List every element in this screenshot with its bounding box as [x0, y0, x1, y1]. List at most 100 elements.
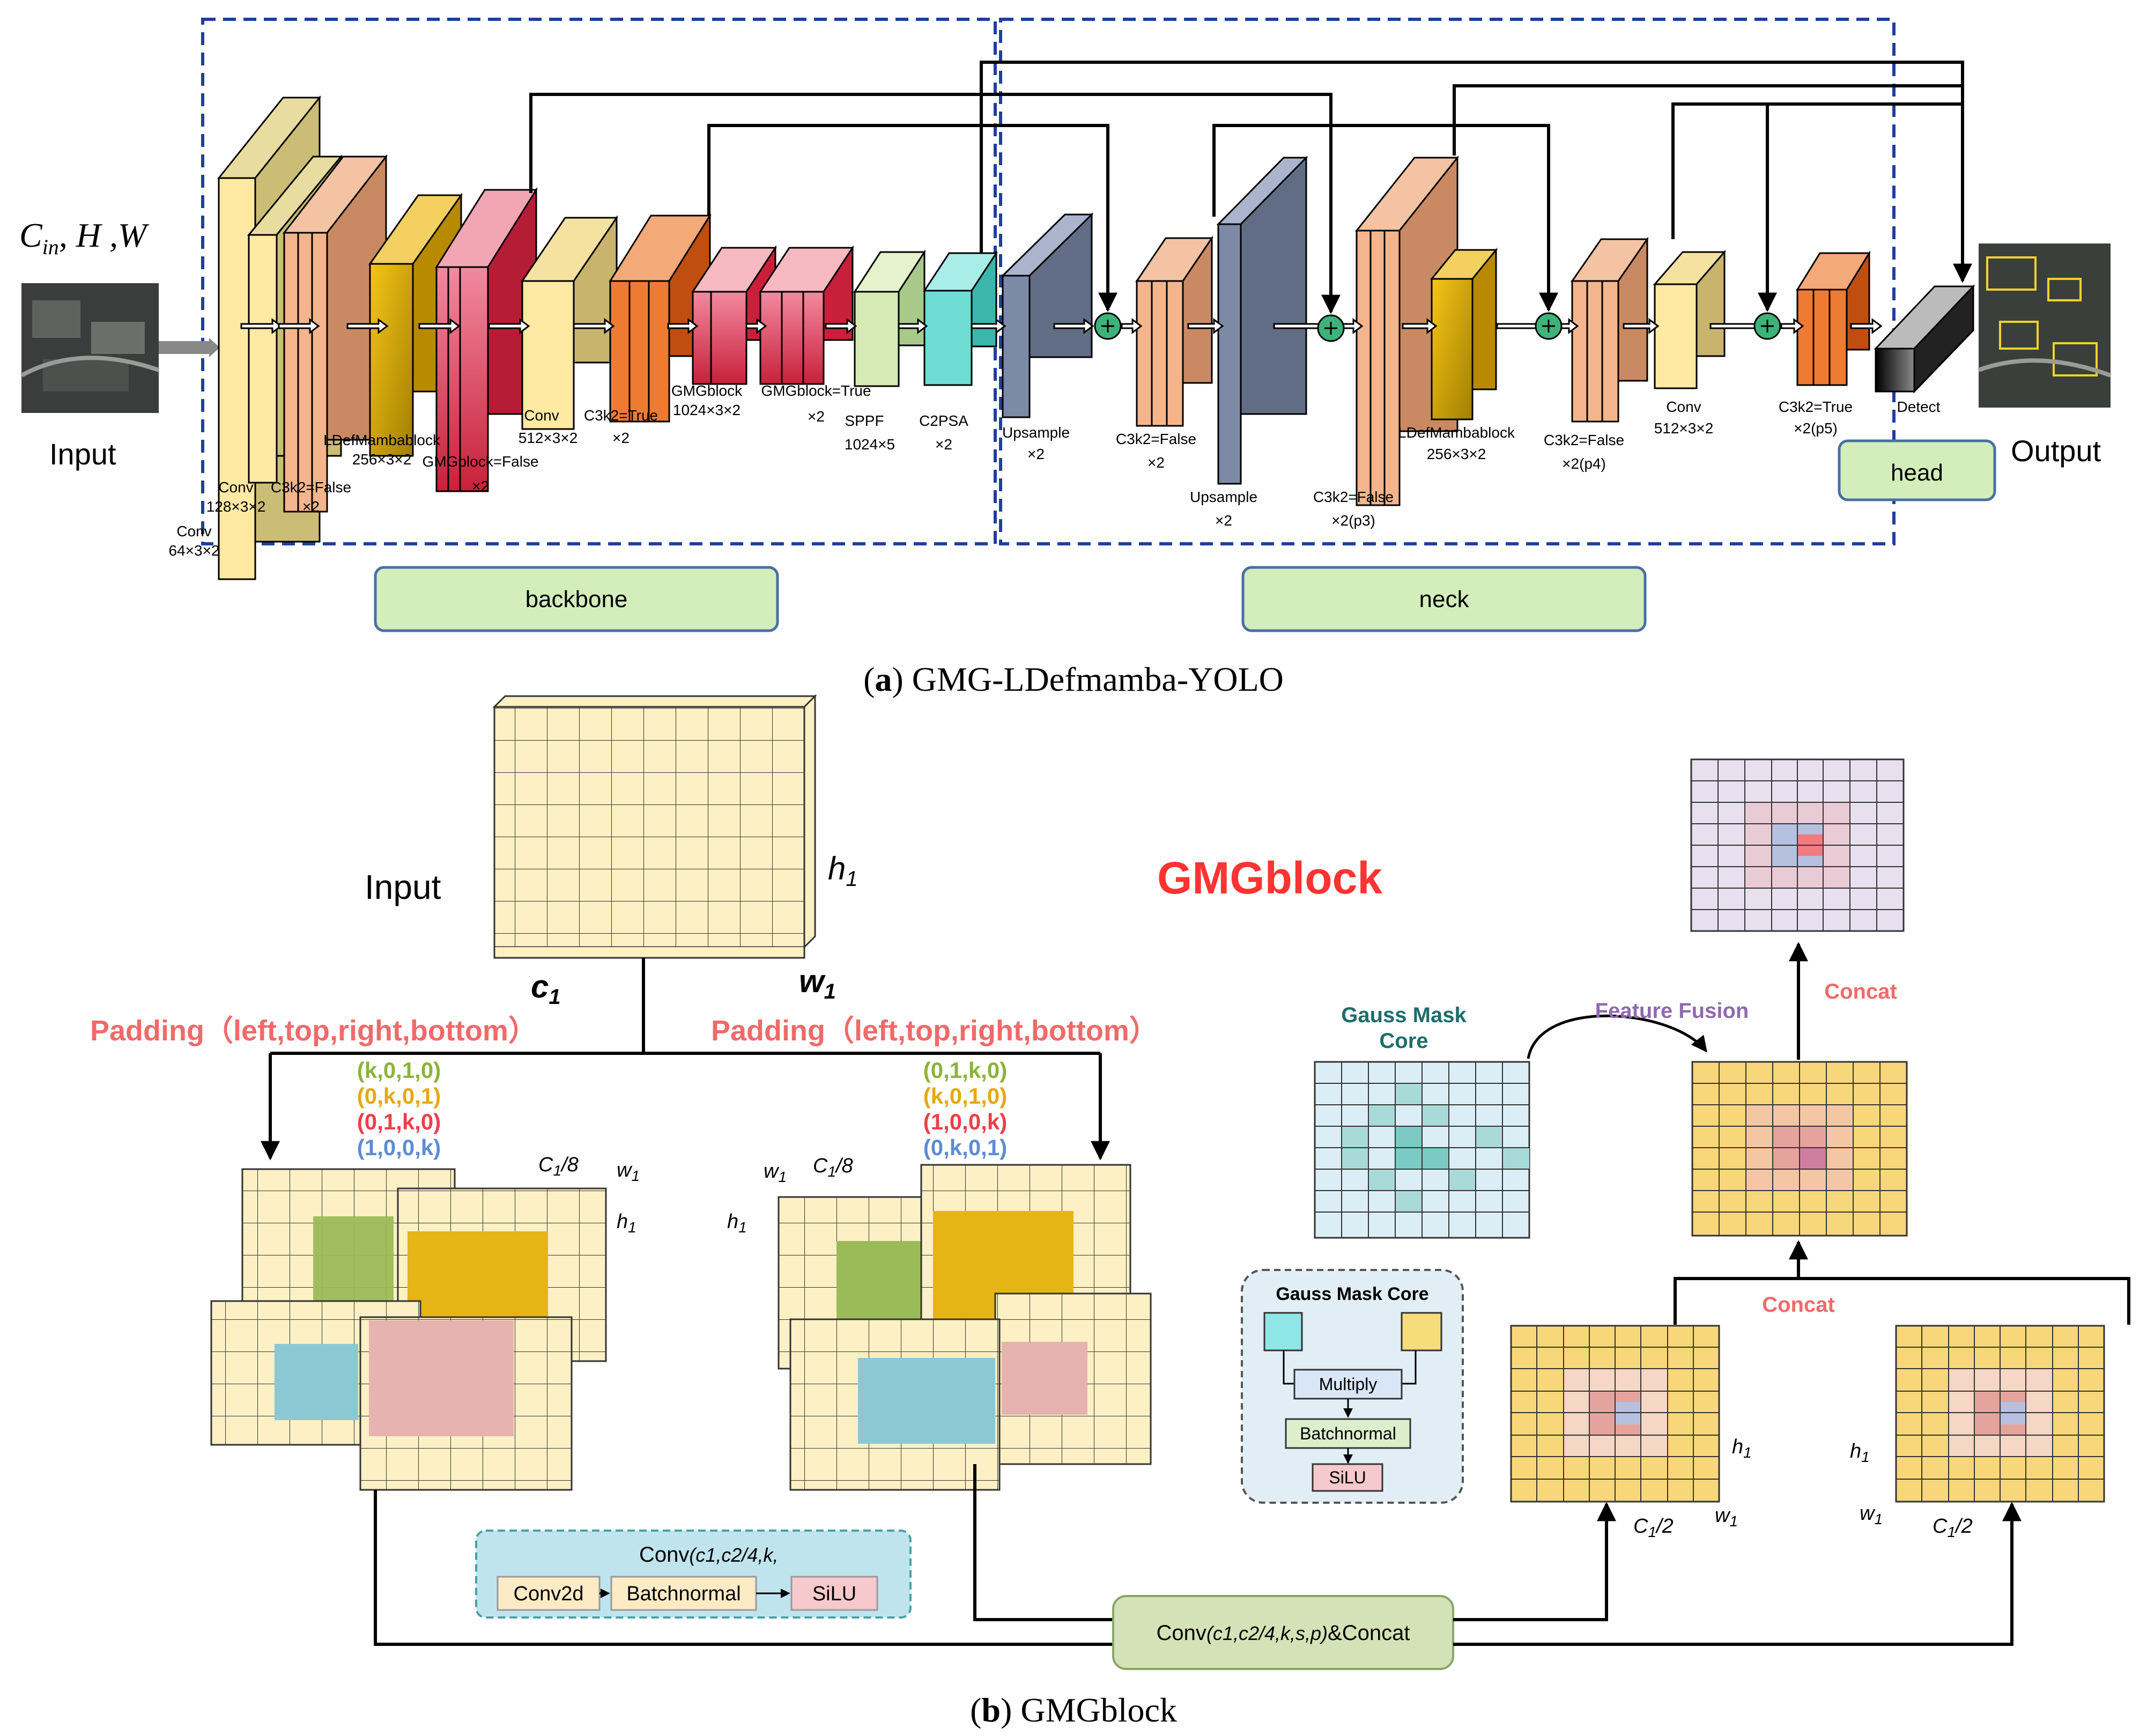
label-c3k2-true-a: C3k2=True×2: [584, 407, 658, 446]
output-label: Output: [2011, 434, 2101, 468]
block-sppf: [853, 249, 926, 387]
input-grid: [492, 694, 817, 959]
right-branch-line: [973, 1464, 1113, 1621]
batchnormal-step: [610, 1576, 757, 1611]
part-a-architecture: Cin, H ,W Input: [19, 18, 2112, 698]
pink-region-left: [369, 1320, 514, 1436]
neck-box: [1241, 566, 1647, 632]
neck-region: [999, 18, 1896, 545]
svg-text:(1,0,0,k): (1,0,0,k): [357, 1135, 441, 1160]
feature-fusion-arrow: [1527, 1014, 1707, 1059]
label-c3k2-false-c: C3k2=False×2: [1116, 431, 1196, 471]
block-c3k2-false-c: [1135, 235, 1213, 427]
svg-text:SiLU: SiLU: [812, 1583, 856, 1605]
output-grid: [1690, 758, 1905, 932]
gauss-mask-legend: Gauss Mask Core Multiply Batchnormal SiL…: [1241, 1269, 1464, 1504]
svg-text:(0,k,0,1): (0,k,0,1): [923, 1135, 1007, 1160]
c1-2-label-branch-right: C1/2: [1933, 1515, 1973, 1540]
svg-text:Multiply: Multiply: [1319, 1375, 1377, 1394]
orange-region-left: [408, 1231, 548, 1321]
padding-label-right: Padding（left,top,right,bottom）: [711, 1015, 1158, 1047]
block-c2psa: [923, 250, 998, 386]
input-image: [20, 283, 160, 413]
svg-text:(k,0,1,0): (k,0,1,0): [923, 1083, 1007, 1109]
block-ldefmamba-2: [1430, 247, 1498, 420]
w1-label: w1: [799, 963, 836, 1003]
svg-text:Conv2d: Conv2d: [514, 1583, 584, 1605]
block-upsample-1: [1001, 212, 1094, 418]
label-c3k2-true-p5: C3k2=True×2(p5): [1779, 398, 1853, 437]
h1-label: h1: [828, 851, 858, 891]
block-conv-512-neck: [1653, 249, 1727, 389]
fused-grid: [1691, 1061, 1908, 1237]
blue-region-right: [858, 1358, 995, 1444]
w1-label-branch-right: w1: [1860, 1502, 1883, 1527]
svg-text:(0,1,k,0): (0,1,k,0): [357, 1109, 441, 1134]
input-label: Input: [49, 437, 116, 471]
skip-connections: [529, 61, 1972, 314]
c1-8-label-right: C1/8: [813, 1155, 853, 1180]
out-arrow-left: [1453, 1502, 1616, 1621]
svg-text:(1,0,0,k): (1,0,0,k): [923, 1109, 1007, 1134]
label-c3k2-false-p4: C3k2=False×2(p4): [1544, 432, 1624, 472]
padded-grids-left: [210, 1168, 607, 1491]
neck-label: neck: [1419, 586, 1470, 612]
h1-label-branch-left: h1: [1732, 1436, 1752, 1461]
pink-region-right: [1002, 1342, 1087, 1415]
label-upsample-1: Upsample×2: [1002, 424, 1070, 462]
block-detect: [1874, 284, 1975, 394]
svg-text:(k,0,1,0): (k,0,1,0): [357, 1058, 441, 1083]
head-box: [1838, 439, 1996, 501]
concat-join-lines: [1674, 1277, 2130, 1325]
input-dims: Cin, H ,W: [19, 216, 150, 259]
padding-codes-right: (0,1,k,0) (k,0,1,0) (1,0,0,k) (0,k,0,1): [923, 1058, 1007, 1160]
batchnormal-gmc-step: [1285, 1418, 1411, 1449]
label-gmg-false: GMGblock=False×2: [422, 453, 538, 494]
block-gmgblock-1024: [691, 245, 777, 385]
concat-label-middle: Concat: [1762, 1293, 1835, 1317]
backbone-box: [374, 566, 779, 632]
label-c3k2-false-a: C3k2=False×2: [271, 479, 351, 515]
conv-concat-label: Conv(c1,c2/4,k,s,p)&Concat: [1157, 1621, 1410, 1645]
svg-text:(0,k,0,1): (0,k,0,1): [357, 1083, 441, 1109]
gmgblock-title: GMGblock: [1157, 853, 1382, 903]
backbone-label: backbone: [525, 586, 628, 612]
concat-label-top: Concat: [1824, 980, 1897, 1003]
backbone-region: [201, 18, 997, 545]
c1-label: c1: [531, 969, 561, 1009]
label-c2psa: C2PSA×2: [919, 412, 968, 453]
silu-gmc-step: [1312, 1463, 1383, 1492]
label-detect: Detect: [1897, 398, 1941, 415]
svg-text:SiLU: SiLU: [1329, 1468, 1366, 1487]
head-label: head: [1891, 460, 1943, 486]
w1-label-branch-left: w1: [1715, 1504, 1738, 1530]
h1-label-left: h1: [617, 1210, 636, 1236]
label-gmg-true: GMGblock=True×2: [761, 382, 871, 425]
block-c3k2-true-p5: [1796, 250, 1871, 386]
branch-grid-right: [1895, 1325, 2105, 1503]
svg-text:(0,1,k,0): (0,1,k,0): [923, 1058, 1007, 1083]
output-image: [1978, 243, 2112, 408]
concat-nodes: [1094, 312, 1781, 342]
h1-label-right: h1: [727, 1210, 747, 1236]
padding-label-left: Padding（left,top,right,bottom）: [90, 1015, 537, 1047]
block-c3k2-false-p3: [1354, 155, 1460, 506]
label-c3k2-false-p3: C3k2=False×2(p3): [1313, 489, 1394, 529]
w1-label-left: w1: [617, 1159, 640, 1184]
out-arrow-right: [1453, 1502, 2022, 1646]
padding-codes-left: (k,0,1,0) (0,k,0,1) (0,1,k,0) (1,0,0,k): [357, 1058, 441, 1160]
block-gmg-true: [759, 245, 854, 385]
input-label-b: Input: [365, 868, 441, 906]
block-c3k2-false-p4: [1571, 237, 1649, 423]
blue-region-left: [275, 1344, 358, 1420]
c1-8-label-left: C1/8: [538, 1154, 579, 1179]
